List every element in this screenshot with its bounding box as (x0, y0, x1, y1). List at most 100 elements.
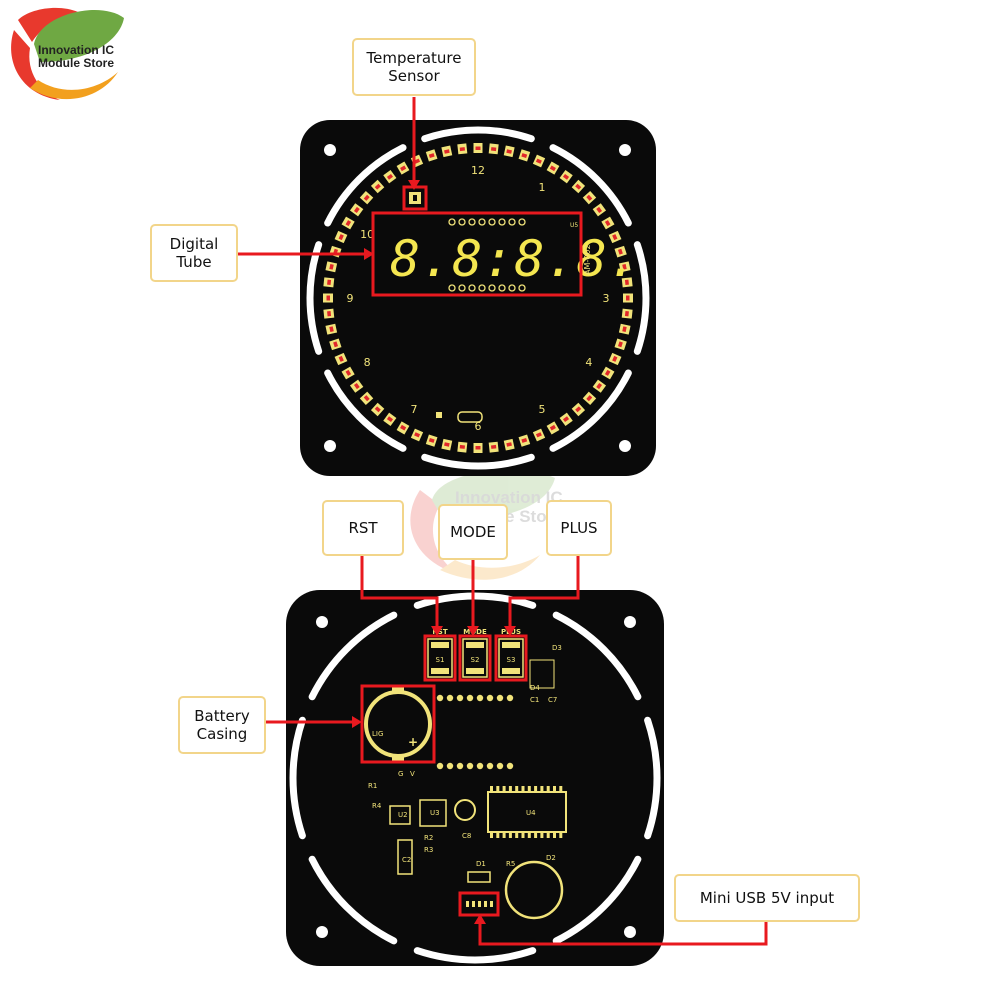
led (349, 203, 364, 217)
watermark-line1: Innovation IC (455, 488, 563, 507)
led (518, 149, 531, 162)
front-ring-segments (306, 126, 650, 470)
silk-label: G (398, 770, 403, 778)
led (559, 169, 573, 184)
button-label: S1 (436, 656, 445, 664)
button-label: S3 (507, 656, 516, 664)
brand-name-line2: Module Store (38, 56, 115, 70)
hour-mark: 12 (471, 164, 485, 177)
led (582, 190, 597, 205)
led (592, 203, 607, 217)
silk-label: C7 (548, 696, 557, 704)
led (608, 230, 622, 244)
silk-label: C1 (530, 696, 539, 704)
ic-u2 (389, 805, 411, 825)
led (323, 277, 335, 288)
silk-label: LIG (372, 730, 383, 738)
main-ic (487, 791, 567, 833)
pin (518, 284, 526, 292)
callout-battery-casing: Battery Casing (178, 696, 266, 754)
ic-leg (559, 786, 563, 792)
ring-segment (552, 611, 642, 701)
mode-highlight (458, 634, 492, 682)
led (559, 412, 573, 427)
ic-leg (559, 832, 563, 838)
led (325, 261, 338, 273)
capacitor (454, 799, 476, 821)
led (488, 143, 499, 155)
button-pad (466, 642, 484, 648)
pin (468, 284, 476, 292)
ic-leg (534, 786, 538, 792)
digital-tube-digits: 8.8:8.8. (390, 230, 639, 288)
model-label: AM-002 (583, 244, 592, 275)
ic-leg (540, 832, 544, 838)
front-led-ring (323, 143, 633, 453)
led (341, 366, 355, 380)
led (341, 216, 355, 230)
ic-leg (527, 786, 531, 792)
led (329, 338, 342, 351)
mount-hole (624, 926, 636, 938)
led (441, 438, 453, 451)
ic-leg (521, 786, 525, 792)
pin (508, 218, 516, 226)
logo-leaf-icon (34, 10, 124, 62)
led (473, 443, 483, 453)
led (441, 145, 453, 158)
led (323, 293, 333, 303)
led (359, 190, 374, 205)
ic-leg (540, 786, 544, 792)
led (532, 428, 546, 442)
led (325, 323, 338, 335)
ic-leg (490, 786, 493, 792)
pin (518, 218, 526, 226)
logo-arc-orange (30, 72, 118, 100)
plus-leader (508, 556, 580, 630)
pin (466, 762, 474, 770)
pin (506, 762, 514, 770)
pin (498, 218, 506, 226)
ring-segment (289, 716, 306, 840)
silk-label: R4 (372, 802, 382, 810)
usb-pin (484, 901, 487, 907)
rst-highlight (423, 634, 457, 682)
ring-segment (413, 947, 537, 964)
pin (446, 694, 454, 702)
pin (466, 694, 474, 702)
battery-holder: + (364, 686, 432, 762)
led (571, 179, 586, 194)
ic-leg (515, 786, 519, 792)
pin (486, 694, 494, 702)
usb-highlight (458, 891, 500, 917)
usb-pin (490, 901, 493, 907)
led (582, 391, 597, 406)
silk-label: D1 (476, 860, 486, 868)
pin (446, 762, 454, 770)
led (623, 293, 633, 303)
pin (436, 694, 444, 702)
silk-label: U3 (430, 809, 440, 817)
silk-label: D3 (552, 644, 562, 652)
button-footprint (427, 638, 453, 678)
ring-segment (324, 144, 407, 227)
led (370, 179, 385, 194)
ic-leg (496, 786, 500, 792)
ic-leg (490, 832, 493, 838)
usb-pin (466, 901, 469, 907)
led (488, 441, 499, 453)
plus-highlight (494, 634, 528, 682)
hour-mark: 3 (603, 292, 610, 305)
pin (448, 218, 456, 226)
ic-leg (508, 786, 512, 792)
led (621, 277, 633, 288)
back-ring-segments (289, 592, 661, 964)
pin (468, 218, 476, 226)
callout-plus: PLUS (546, 500, 612, 556)
diode (467, 871, 491, 883)
led (370, 402, 385, 417)
pad-group (457, 411, 483, 423)
silk-label: U2 (398, 811, 408, 819)
rst-leader (360, 556, 439, 630)
